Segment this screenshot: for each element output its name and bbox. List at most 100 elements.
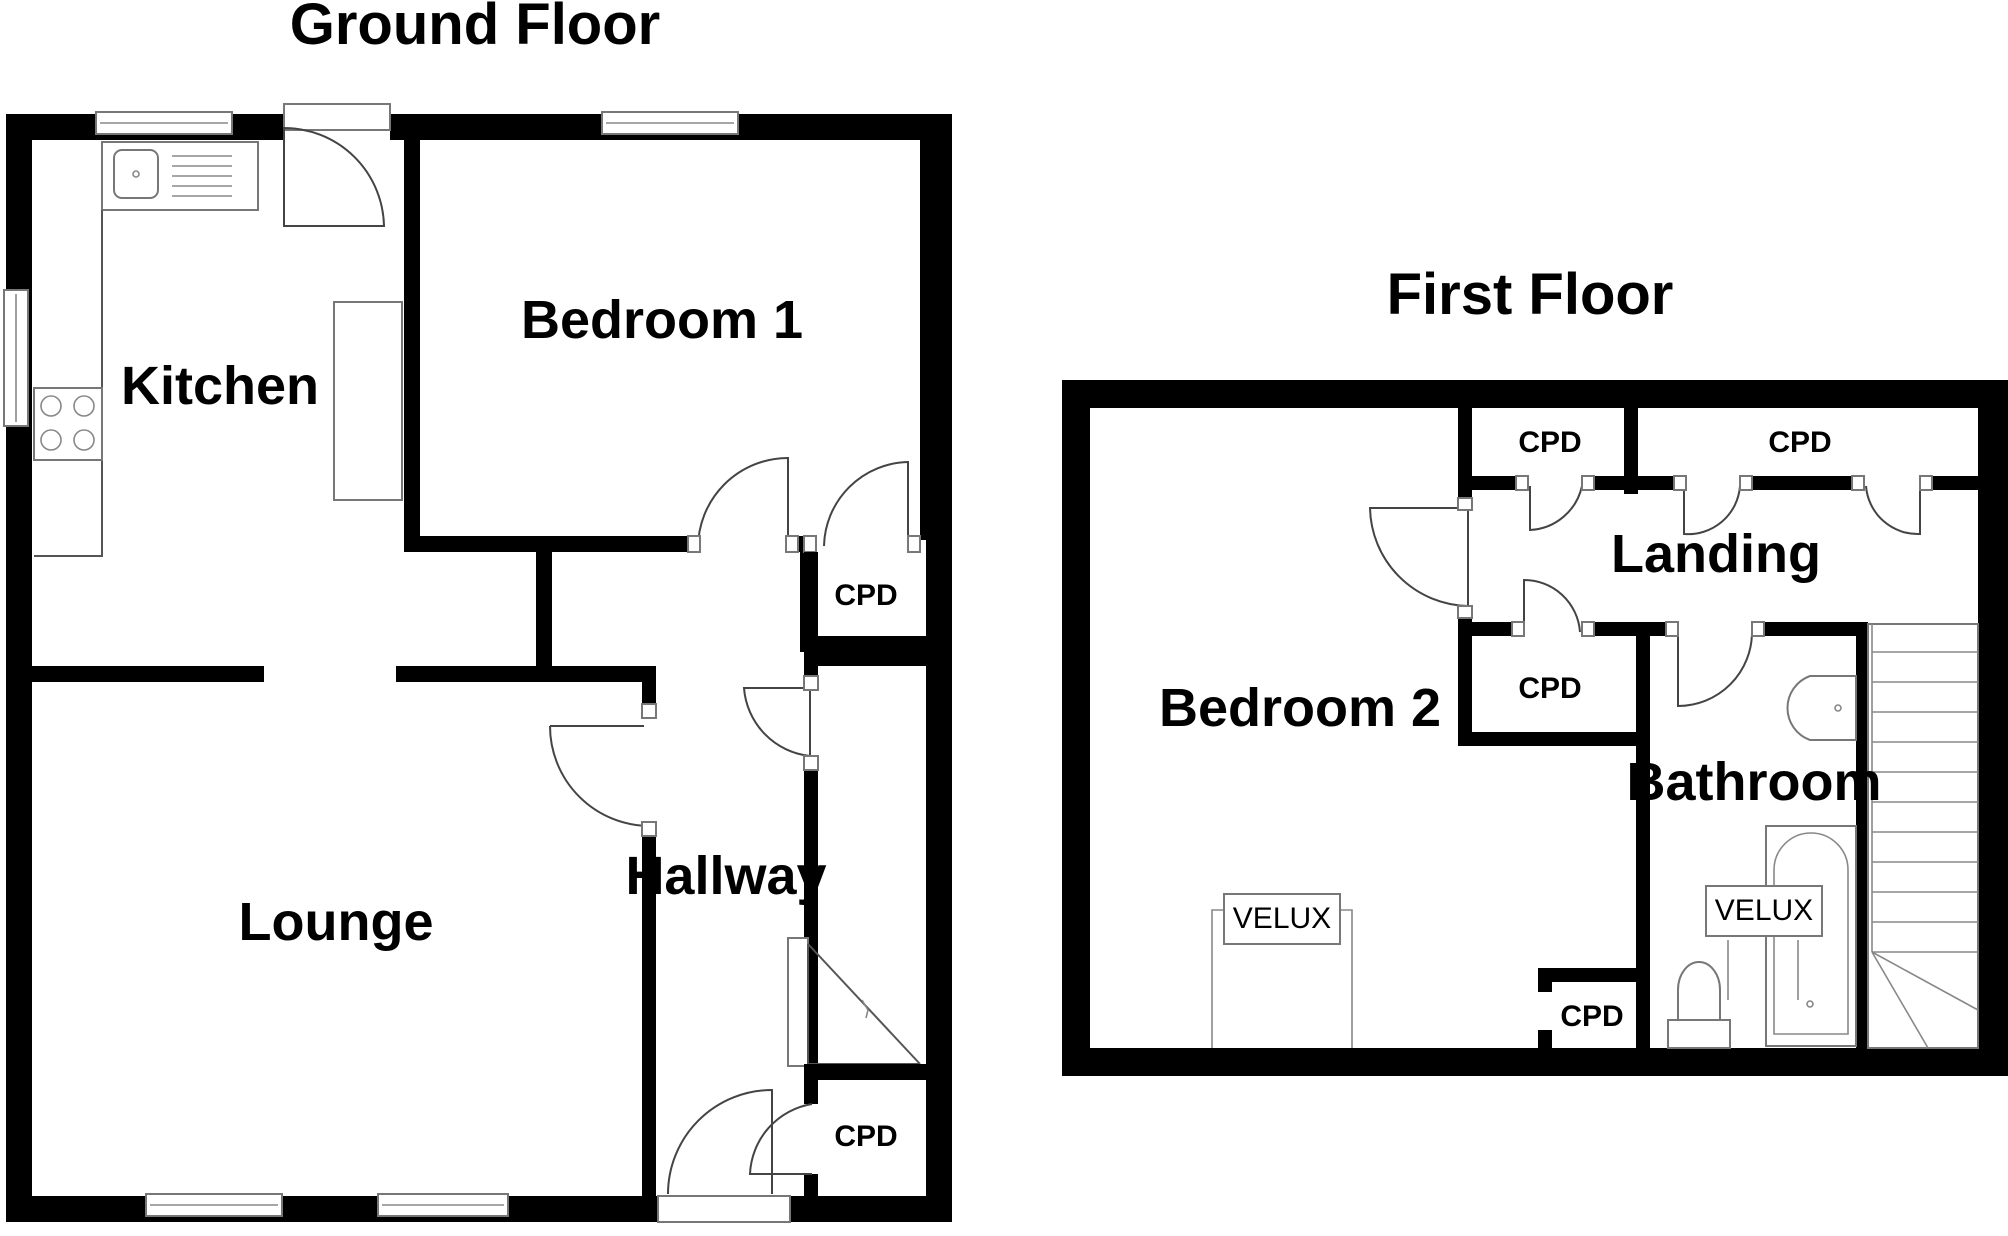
door-jamb [1457,605,1473,619]
kitchen-label: Kitchen [121,356,319,416]
stair-break-icon [861,999,869,1019]
ground-floor-title: Ground Floor [290,0,661,57]
bedroom1-wall-west [404,140,420,550]
lounge-hall-wall [642,666,656,708]
front-cupboard-wall [804,1174,818,1198]
cupboard-wall [1538,968,1636,982]
door-jamb [803,535,817,553]
kitchen-worktop [34,210,103,557]
door-jamb [1515,475,1529,491]
cupboard-door-swing [1523,578,1581,633]
cupboard-label: CPD [834,1120,897,1153]
cupboard-label: CPD [1518,426,1581,459]
door-jamb [1581,475,1595,491]
bathroom-wall-west [1636,622,1650,1048]
hob-ring-icon [73,395,95,417]
cupboard-wall [1538,968,1552,992]
sink-drain-icon [132,170,140,178]
cupboard-wall [1458,622,1520,636]
kitchen-unit [333,301,403,501]
front-door-swing [667,1088,773,1195]
bedroom2-label: Bedroom 2 [1159,678,1441,738]
cupboard-wall [1752,476,1852,490]
bedroom2-wall-east [1458,486,1472,500]
outer-wall-south [790,1196,952,1222]
basin-icon [1786,675,1857,741]
sink-icon [113,149,159,199]
door-jamb [1751,621,1765,637]
cupboard-door-swing [1865,485,1921,536]
stair-winder [1871,951,1929,1049]
back-door-swing [283,126,386,227]
front-cupboard-wall [804,1064,926,1080]
door-jamb [803,675,819,691]
door-jamb [1851,475,1865,491]
door-jamb [1665,621,1679,637]
lounge-door-swing [549,725,651,827]
outer-wall-south [6,1196,658,1222]
outer-wall-north [1062,380,2008,408]
cupboard-wall [1458,476,1520,490]
understairs-door-swing [742,687,811,758]
bathroom-wall-north [1764,622,1862,636]
door-jamb [1581,621,1595,637]
bathroom-wall-east [1856,622,1868,1048]
cupboard-door-swing [1529,485,1583,532]
first-floor-title: First Floor [1387,262,1674,327]
bedroom2-door-swing [1368,507,1469,608]
cupboard-door-swing [823,460,909,547]
cupboard-wall [1624,408,1638,494]
door-jamb [1673,475,1687,491]
velux-window-bathroom [1705,885,1823,937]
cupboard-wall [1458,732,1644,746]
kitchen-lounge-partition [396,666,654,682]
cupboard-label: CPD [834,579,897,612]
door-jamb [1739,475,1753,491]
toilet-cistern-icon [1667,1019,1731,1049]
lounge-label: Lounge [239,892,434,952]
lounge-hall-wall [642,832,656,1196]
stair-winder [1871,951,1979,1011]
cupboard-door-swing [1683,485,1741,536]
back-door-frame [283,103,391,131]
cupboard-wall [1538,1030,1552,1048]
first-floor-plan: First Floor CPD CPD [1062,262,2008,1076]
bathroom-label: Bathroom [1627,752,1882,812]
bedroom1-wall-east [920,140,928,540]
basin-drain-icon [1834,704,1842,712]
hob-ring-icon [40,395,62,417]
door-jamb [803,755,819,771]
door-jamb [641,821,657,837]
velux-window-bedroom2 [1223,893,1341,945]
door-jamb [1919,475,1933,491]
front-cupboard-wall [804,1080,818,1104]
velux-outline [1211,909,1224,1048]
outer-wall-east [926,114,952,1222]
hob-ring-icon [40,429,62,451]
outer-wall-west [1062,380,1090,1076]
hob-ring-icon [73,429,95,451]
hallway-label: Hallway [625,846,826,906]
outer-wall-west [6,114,32,1222]
bathroom-door-swing [1677,631,1753,708]
cupboard-label: CPD [1518,672,1581,705]
outer-wall-east [1978,380,2008,1076]
bedroom1-wall-south [404,536,688,552]
door-jamb [641,703,657,719]
door-jamb [687,535,701,553]
cupboard-label: CPD [1560,1000,1623,1033]
velux-outline [1340,909,1353,1048]
stair-newel [787,937,809,1067]
bedroom1-door-swing [697,456,789,549]
bath-drain-icon [1806,1000,1814,1008]
toilet-bowl-icon [1677,961,1721,1021]
partition-stub [536,550,552,666]
kitchen-lounge-partition [32,666,264,682]
hall-wall-east [804,552,818,642]
cupboard-wall [1930,476,1978,490]
cupboard-wall [800,636,926,652]
front-cupboard-door-swing [748,1103,813,1175]
door-jamb [785,535,799,553]
hall-wall-east [804,652,818,678]
